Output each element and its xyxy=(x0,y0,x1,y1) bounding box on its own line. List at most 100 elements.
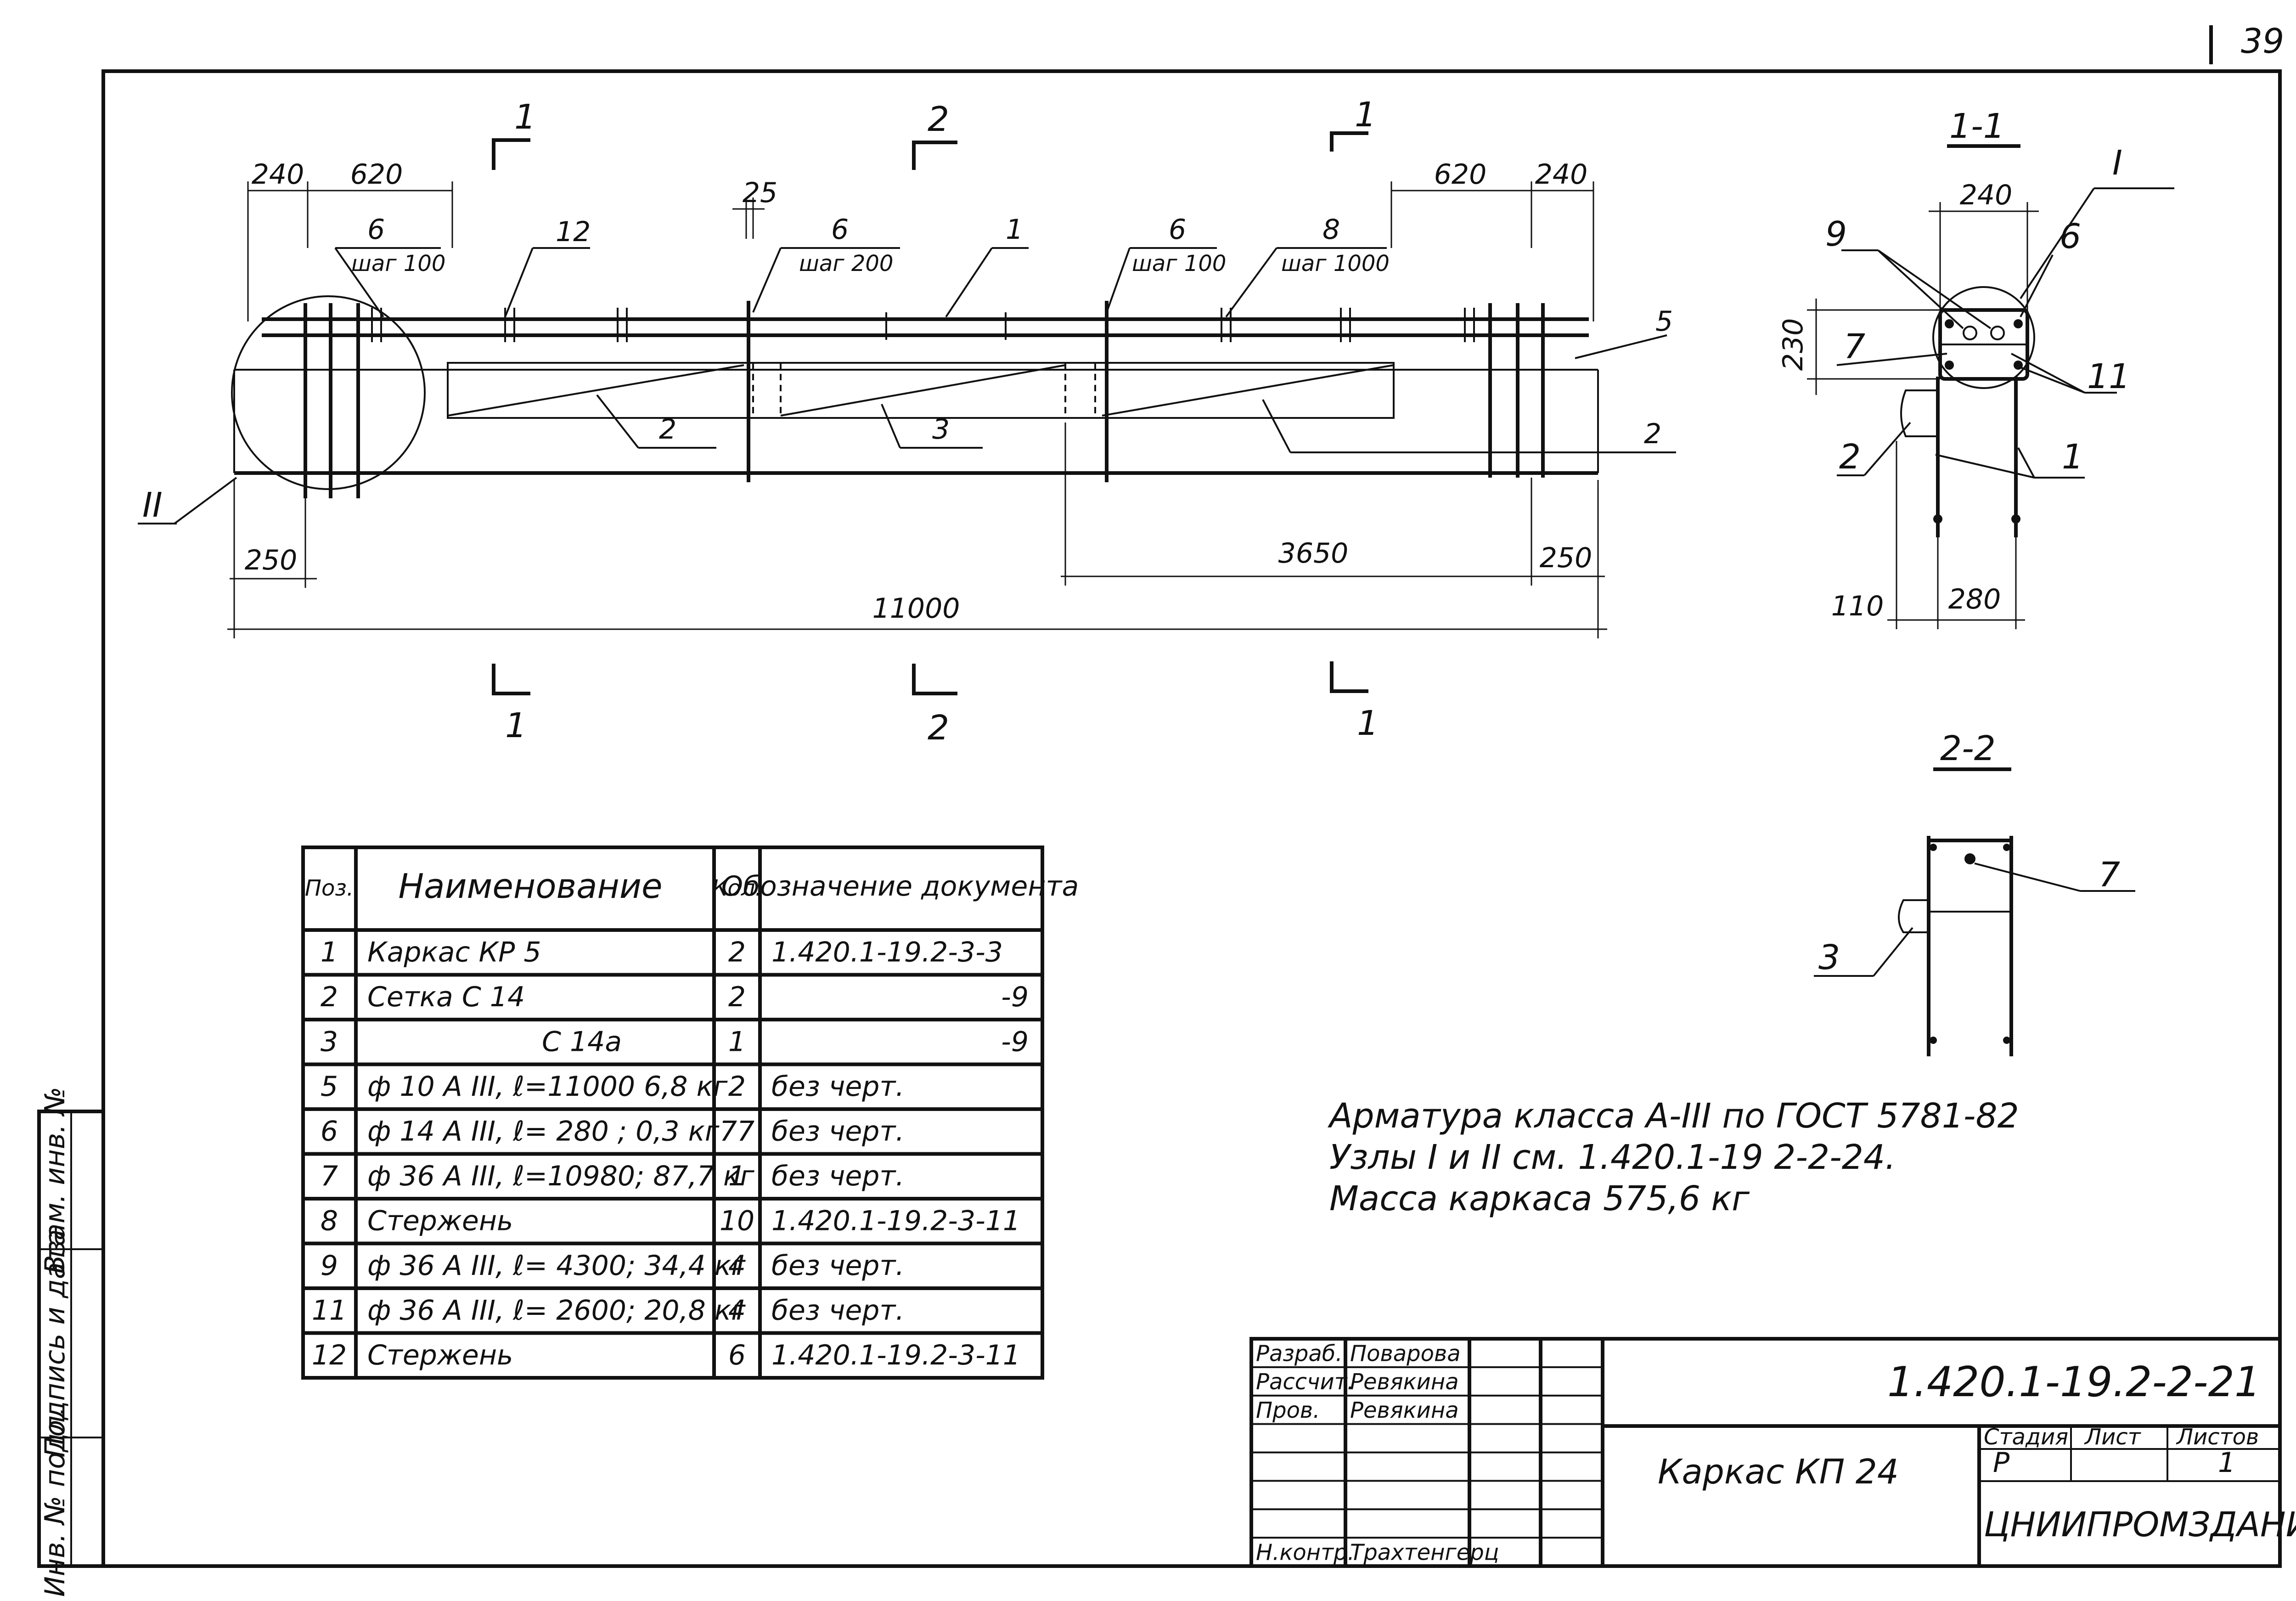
mesh-diagonal xyxy=(447,364,744,417)
spec-cell-name: Стержень xyxy=(367,1339,513,1371)
spec-cell-doc: 1.420.1-19.2-3-11 xyxy=(771,1339,1020,1371)
tb-role: Рассчит. xyxy=(1256,1369,1354,1395)
dim-240: 240 xyxy=(1960,179,2013,211)
stirrup-ticks xyxy=(371,308,1475,342)
bar-dot xyxy=(1930,1037,1937,1044)
hdr-pos: Поз. xyxy=(305,875,354,901)
spec-cell-doc: -9 xyxy=(1001,981,1029,1013)
section-marker-top-right xyxy=(1330,131,1368,152)
side-stamp-inv: Инв. № подл. xyxy=(39,1407,71,1597)
dim-240-left: 240 xyxy=(252,158,304,191)
leader xyxy=(1836,353,1947,366)
spec-cell-pos: 5 xyxy=(321,1071,338,1103)
mesh-outline xyxy=(447,362,1395,419)
page-number: 39 xyxy=(2241,22,2284,61)
side-stamp: Взам. инв. № Подпись и дата Инв. № подл. xyxy=(37,1087,105,1597)
spec-cell-pos: 6 xyxy=(321,1115,338,1147)
notes: Арматура класса А-III по ГОСТ 5781-82 Уз… xyxy=(1328,1096,2019,1218)
elevation-callouts: 6 шаг 100 12 6 шаг 200 1 6 шаг 100 8 шаг… xyxy=(334,214,1676,453)
leader xyxy=(1974,863,2081,892)
dim-250-left: 250 xyxy=(245,544,298,576)
tb-sheets: 1 xyxy=(2218,1447,2235,1479)
dim-240-right: 240 xyxy=(1535,158,1588,191)
top-dimensions: 240 620 25 620 240 xyxy=(247,158,1594,321)
section-markers: 1 2 1 1 2 1 xyxy=(492,95,1379,748)
mesh-hook xyxy=(1900,389,1938,437)
tb-person: Трахтенгерц xyxy=(1350,1539,1499,1565)
spec-cell-doc: 1.420.1-19.2-3-3 xyxy=(771,936,1003,968)
spec-cell-pos: 12 xyxy=(312,1339,347,1371)
leader xyxy=(2020,254,2054,317)
callout-pos5: 5 xyxy=(1655,305,1673,338)
spec-cell-pos: 3 xyxy=(321,1026,338,1058)
dim-620-right: 620 xyxy=(1434,158,1487,191)
bar-dot xyxy=(1964,853,1975,864)
label-11: 11 xyxy=(2087,357,2130,396)
tb-role: Пров. xyxy=(1256,1398,1320,1423)
leader xyxy=(1935,454,2035,479)
spec-table-border xyxy=(301,846,1044,1380)
tb-person: Поварова xyxy=(1350,1341,1461,1366)
section-label-bot-right: 1 xyxy=(1357,704,1379,743)
drawing-frame xyxy=(101,69,2282,1568)
section-marker-bot-right xyxy=(1330,661,1368,693)
bar-dot xyxy=(1945,361,1954,370)
callout-pos2-a: 2 xyxy=(659,413,676,445)
dim-11000: 11000 xyxy=(872,592,960,625)
hdr-name: Наименование xyxy=(398,867,662,906)
spec-cell-name: Стержень xyxy=(367,1205,513,1237)
tb-sheet-label: Лист xyxy=(2084,1424,2142,1450)
spec-cell-qty: 77 xyxy=(720,1115,754,1147)
leader xyxy=(2017,447,2035,478)
mesh-diagonal xyxy=(1102,364,1394,417)
spec-cell-name: ф 36 А III, ℓ= 4300; 34,4 кг xyxy=(367,1250,746,1282)
node-2-label: II xyxy=(142,485,163,525)
tb-org: ЦНИИПРОМЗДАНИЙ xyxy=(1984,1504,2296,1545)
bar-dot xyxy=(2014,319,2023,328)
section-label-top-mid: 2 xyxy=(928,100,949,139)
section-marker-bot-left xyxy=(492,664,530,695)
bar-dot xyxy=(1930,844,1937,851)
spec-cell-name: ф 10 А III, ℓ=11000 6,8 кг xyxy=(367,1071,728,1103)
label-7: 7 xyxy=(2099,855,2120,895)
bar-ring xyxy=(1963,326,1977,340)
leader xyxy=(1106,248,1131,313)
spec-cell-doc: без черт. xyxy=(771,1294,904,1326)
dim-3650: 3650 xyxy=(1278,537,1349,569)
leader xyxy=(1262,399,1291,453)
spec-cell-qty: 2 xyxy=(728,936,746,968)
dim-110: 110 xyxy=(1831,590,1884,622)
tb-role: Разраб. xyxy=(1256,1341,1343,1366)
leader xyxy=(1863,422,1911,476)
tb-person: Ревякина xyxy=(1350,1369,1459,1395)
bar-ring xyxy=(1990,326,2005,340)
tb-stage: Р xyxy=(1993,1447,2010,1479)
spec-cell-name: ф 36 А III, ℓ= 2600; 20,8 кг xyxy=(367,1294,746,1326)
section-label-bot-mid: 2 xyxy=(928,708,949,748)
title-block-rows: Разраб.ПовароваРассчит.РевякинаПров.Ревя… xyxy=(1251,1341,1603,1565)
label-1: 1 xyxy=(2062,437,2083,477)
spec-cell-qty: 6 xyxy=(728,1339,746,1371)
callout-shag100-b: шаг 100 xyxy=(1132,251,1226,276)
spec-cell-pos: 11 xyxy=(312,1294,347,1326)
callout-pos3: 3 xyxy=(932,413,950,445)
node-1-circle xyxy=(1932,286,2035,389)
callout-pos2-b: 2 xyxy=(1644,418,1661,450)
leader xyxy=(1877,249,1992,329)
spec-cell-qty: 1 xyxy=(728,1160,746,1192)
spec-cell-qty: 4 xyxy=(728,1250,746,1282)
hdr-qty: Кол. xyxy=(712,875,762,901)
side-stamp-vzam: Взам. инв. № xyxy=(39,1087,71,1274)
callout-pos6-c: 6 xyxy=(1169,214,1186,246)
hdr-doc: Обозначение документа xyxy=(721,870,1079,902)
callout-shag1000: шаг 1000 xyxy=(1281,251,1390,276)
dim-250-right: 250 xyxy=(1540,542,1593,574)
label-6: 6 xyxy=(2060,217,2081,256)
spec-cell-name: С 14а xyxy=(542,1026,622,1058)
callout-pos8: 8 xyxy=(1322,214,1340,246)
node-2-leader xyxy=(174,477,237,524)
section-2-2: 2-2 7 3 xyxy=(1814,729,2135,1056)
spec-cell-qty: 1 xyxy=(728,1026,746,1058)
spec-cell-pos: 8 xyxy=(321,1205,338,1237)
